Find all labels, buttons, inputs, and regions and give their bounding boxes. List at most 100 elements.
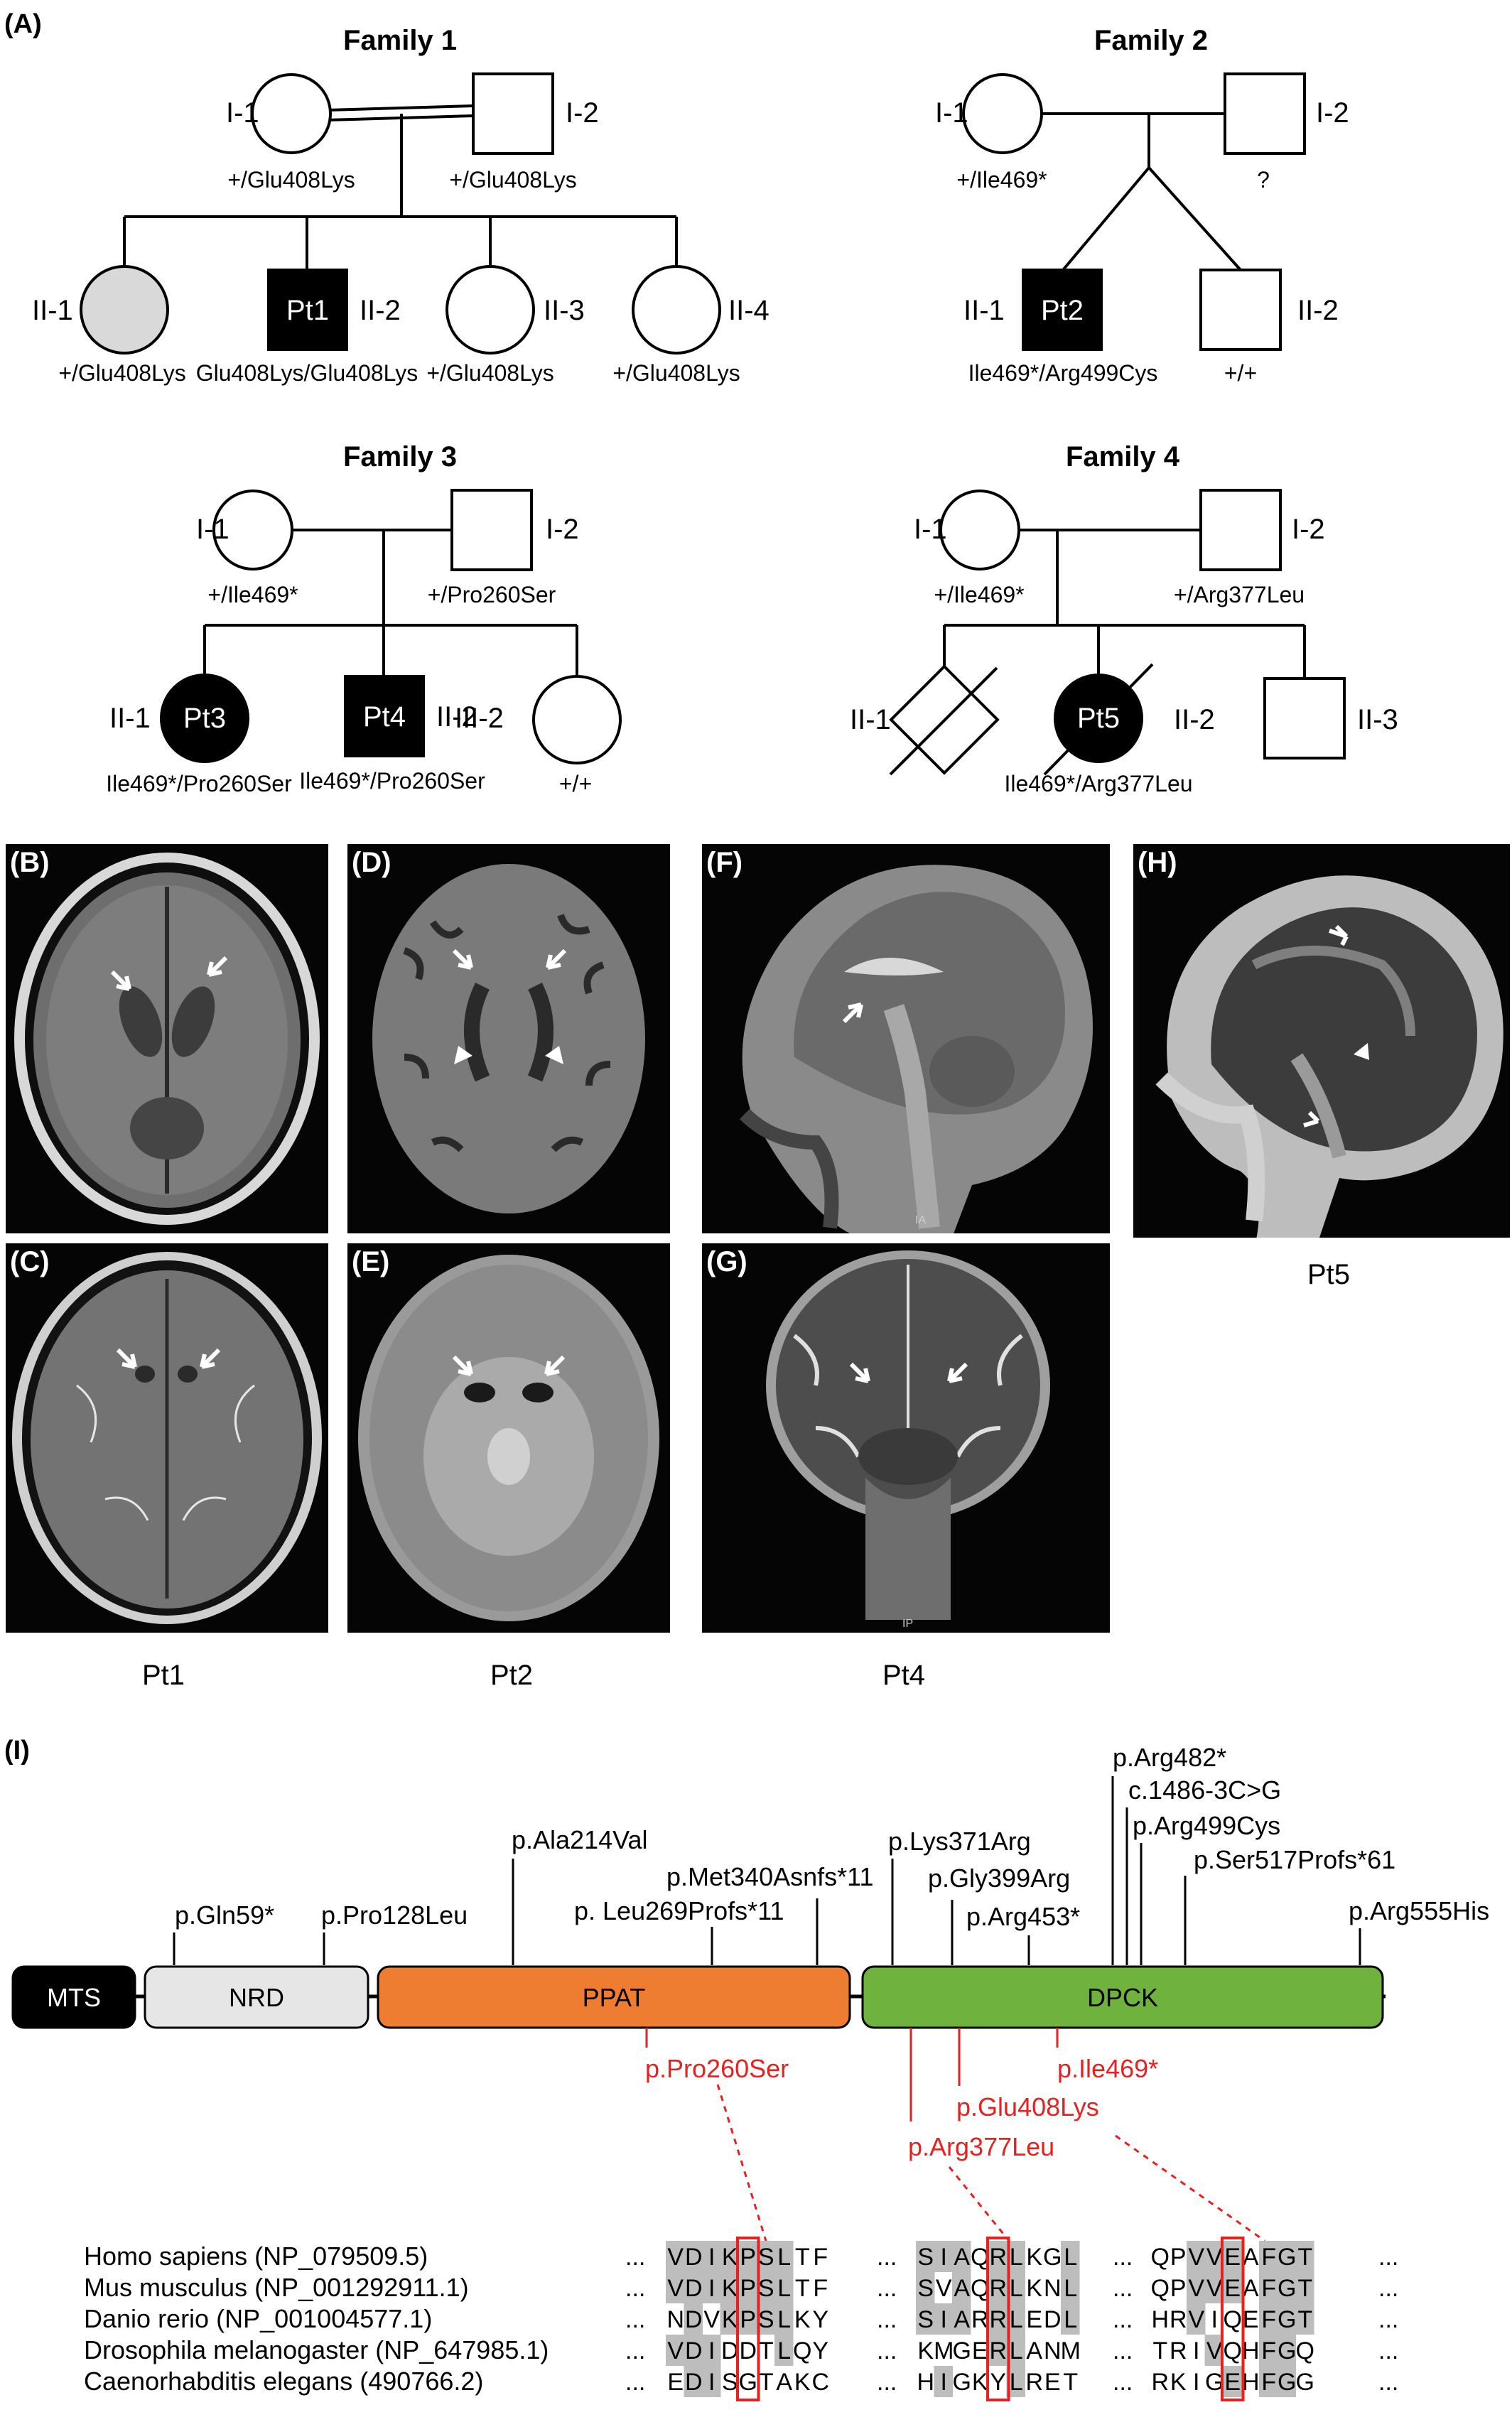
conserved-residue-shade [702, 2241, 721, 2272]
conserved-residue-shade [1259, 2241, 1278, 2272]
protein-diagram: MTS NRD PPAT DPCK [11, 1965, 1386, 2029]
family-1-ii-1-genotype: +/Glu408Lys [58, 360, 185, 386]
alignment-residue: V [667, 2337, 684, 2364]
alignment-ellipsis: ... [877, 2306, 897, 2333]
alignment-residue: L [777, 2275, 791, 2302]
alignment-ellipsis: ... [877, 2369, 897, 2396]
alignment-residue: S [917, 2306, 934, 2333]
alignment-residue: A [776, 2369, 792, 2396]
species-label: Homo sapiens (NP_079509.5) [84, 2242, 428, 2271]
alignment-residue: V [1206, 2337, 1223, 2364]
alignment-residue: G [739, 2369, 757, 2396]
alignment-residue: Q [1224, 2306, 1242, 2333]
mri-panel-f: IA (F) [702, 844, 1110, 1233]
family-4-ii-3-male [1263, 677, 1346, 759]
alignment-ellipsis: ... [625, 2337, 645, 2364]
alignment-residue: A [1243, 2275, 1259, 2302]
alignment-residue: I [708, 2275, 715, 2302]
conserved-residue-shade [1259, 2303, 1278, 2335]
family-2-ii-1-genotype: Ile469*/Arg499Cys [968, 360, 1158, 386]
family-2-ii-1-label: Pt2 [1041, 295, 1084, 326]
alignment-residue: T [1152, 2337, 1167, 2364]
family-4-text: Family 4 I-1 I-2 +/Ile469* +/Arg377Leu I… [850, 441, 1398, 796]
caption-pt5: Pt5 [1307, 1259, 1351, 1290]
alignment-residue: K [722, 2306, 738, 2333]
alignment-residue: S [758, 2244, 774, 2271]
alignment-residue: V [936, 2275, 952, 2302]
family-2-ii-2-genotype: +/+ [1224, 360, 1257, 386]
family-1-ii-1-carrier [80, 265, 169, 355]
alignment-residue: S [917, 2275, 934, 2302]
alignment-residue: H [1151, 2306, 1169, 2333]
alignment-residue: S [917, 2244, 934, 2271]
conserved-residue-shade [1295, 2272, 1314, 2303]
alignment-residue: T [759, 2369, 774, 2396]
family-3-pt3-affected [160, 674, 249, 763]
alignment-residue: F [1261, 2306, 1276, 2333]
alignment-residue: E [1224, 2244, 1241, 2271]
conserved-residue-shade [720, 2303, 739, 2335]
variant-above-label: p.Pro128Leu [321, 1901, 468, 1930]
conserved-residue-shade [720, 2272, 739, 2303]
alignment-ellipsis: ... [1378, 2275, 1398, 2302]
variant-above-label: p.Gln59* [175, 1901, 274, 1930]
alignment-residue: D [685, 2369, 703, 2396]
alignment-residue: R [1025, 2369, 1043, 2396]
family-3-ii-2-id: II-2 [436, 701, 477, 732]
variant-above-label: p.Arg453* [966, 1902, 1080, 1931]
alignment-residue: Q [1296, 2337, 1314, 2364]
alignment-residue: L [1064, 2306, 1077, 2333]
alignment-residue: E [1224, 2369, 1241, 2396]
domain-dpck-label: DPCK [1087, 1983, 1158, 2012]
brain-sagittal-image: IA [739, 865, 1093, 1233]
alignment-residue: T [1063, 2369, 1078, 2396]
conserved-residue-shade [1187, 2241, 1206, 2272]
conserved-residue-shade [702, 2272, 721, 2303]
alignment-residue: V [667, 2275, 684, 2302]
conserved-residue-shade [1204, 2335, 1224, 2366]
alignment-residue: I [708, 2337, 715, 2364]
family-3-iii-2-id: III-2 [455, 703, 504, 734]
conserved-residue-shade [702, 2366, 721, 2397]
alignment-residue: E [1224, 2275, 1241, 2302]
domain-mts-label: MTS [47, 1983, 101, 2012]
alignment-residue: G [1278, 2369, 1296, 2396]
alignment-residue: K [972, 2369, 988, 2396]
variant-above-label: p.Gly399Arg [928, 1864, 1070, 1893]
alignment-ellipsis: ... [1378, 2337, 1398, 2364]
alignment-residue: R [989, 2275, 1007, 2302]
variant-above-label: p.Ala214Val [512, 1825, 647, 1854]
caption-pt4: Pt4 [882, 1660, 926, 1691]
alignment-ellipsis: ... [877, 2337, 897, 2364]
alignment-residue: S [758, 2306, 774, 2333]
family-3-i-1-female [212, 490, 293, 571]
alignment-residue: L [777, 2306, 791, 2333]
domain-nrd-label: NRD [229, 1983, 284, 2012]
alignment-ellipsis: ... [877, 2244, 897, 2271]
alignment-residue: V [1188, 2275, 1204, 2302]
alignment-residue: N [1044, 2275, 1062, 2302]
alignment-residue: I [941, 2369, 947, 2396]
conserved-residue-shade [738, 2272, 757, 2303]
mri-panel-e: (E) [347, 1243, 670, 1633]
alignment-ellipsis: ... [1378, 2244, 1398, 2271]
conserved-residue-shade [952, 2272, 971, 2303]
family-4-title: Family 4 [1066, 441, 1180, 472]
family-3-title: Family 3 [343, 441, 457, 472]
family-1-pt1-affected [267, 269, 348, 351]
alignment-residue: T [1297, 2275, 1312, 2302]
family-1-ii-2-genotype: Glu408Lys/Glu408Lys [196, 360, 418, 386]
family-1-ii-4-female [632, 265, 721, 355]
alignment-residue: R [989, 2244, 1007, 2271]
conserved-residue-shade [666, 2272, 685, 2303]
variants-above-labels: p.Gln59* p.Pro128Leu p.Ala214Val p. Leu2… [175, 1743, 1489, 1931]
panel-label-h: (H) [1138, 847, 1177, 878]
alignment-ellipsis: ... [1113, 2275, 1133, 2302]
brain-axial-image [14, 853, 320, 1225]
alignment-residue: G [1043, 2244, 1062, 2271]
conserved-residue-shade [1295, 2303, 1314, 2335]
alignment-residue: H [917, 2369, 934, 2396]
alignment-residue: K [722, 2275, 738, 2302]
conserved-residue-shade [684, 2272, 703, 2303]
conserved-residue-shade [1223, 2366, 1242, 2397]
